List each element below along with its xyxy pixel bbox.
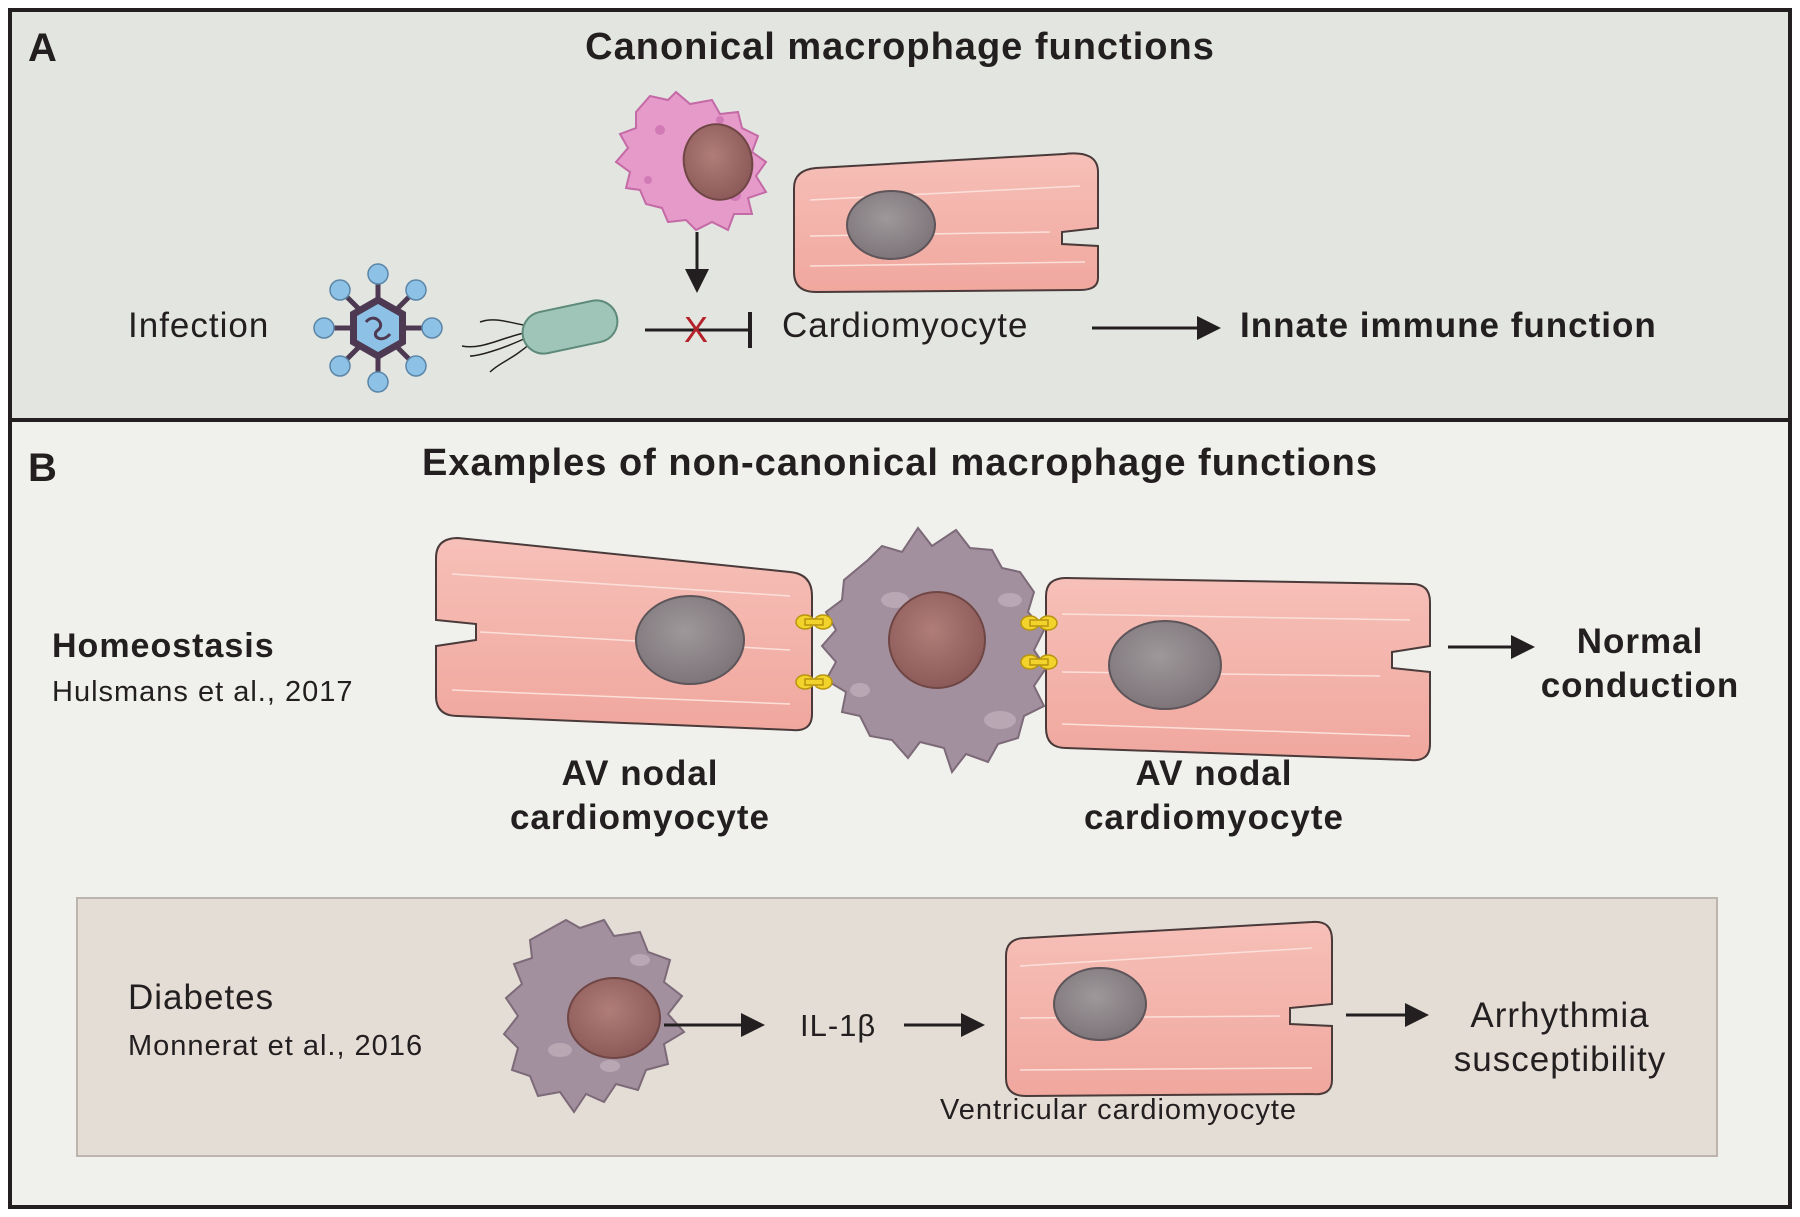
infection-label: Infection [128,306,270,345]
normal-conduction-label: Normal conduction [1540,622,1740,705]
blocked-inhibition-symbol: X [645,309,752,350]
gap-junction-left-upper [795,614,833,630]
macrophage-nucleus [682,123,754,201]
homeostasis-heading: Homeostasis [52,627,275,665]
cardiomyocyte-label: Cardiomyocyte [782,306,1029,345]
av-nodal-cardiomyocyte-right [1045,576,1431,762]
arrhythmia-susceptibility-label: Arrhythmia susceptibility [1453,996,1667,1079]
panel-a-letter: A [28,26,57,70]
ventricular-cardiomyocyte-label: Ventricular cardiomyocyte [940,1094,1298,1126]
block-x-mark: X [684,309,708,350]
diabetes-box [76,897,1718,1157]
gap-junction-right-upper [1020,615,1058,631]
gap-junctions [795,614,1058,690]
av-nodal-right-label: AV nodal cardiomyocyte [1083,754,1345,837]
av-nodal-left-label: AV nodal cardiomyocyte [509,754,771,837]
diabetes-heading: Diabetes [128,978,275,1017]
diabetes-macrophage-cell [502,918,686,1114]
resident-macrophage-cell [820,526,1048,775]
cardiomyocyte-nucleus [846,190,936,260]
macrophage-cell-pink [614,90,768,232]
panel-b-letter: B [28,446,57,490]
panel-b-title: Examples of non-canonical macrophage fun… [421,442,1379,484]
gap-junction-left-lower [795,674,833,690]
il1b-label: IL-1β [800,1008,877,1043]
panel-a-title: Canonical macrophage functions [585,26,1215,68]
panel-b [8,418,1792,1209]
virus-icon [313,263,443,393]
cardiomyocyte-cell-a [793,152,1099,294]
av-nodal-cardiomyocyte-left [435,536,813,732]
innate-immune-function-label: Innate immune function [1240,306,1657,345]
panel-a: X [8,8,1792,422]
bacterium-icon [461,299,619,373]
ventricular-cardiomyocyte-cell [1005,920,1333,1098]
diabetes-citation: Monnerat et al., 2016 [128,1030,424,1062]
gap-junction-right-lower [1020,654,1058,670]
homeostasis-citation: Hulsmans et al., 2017 [52,676,354,708]
